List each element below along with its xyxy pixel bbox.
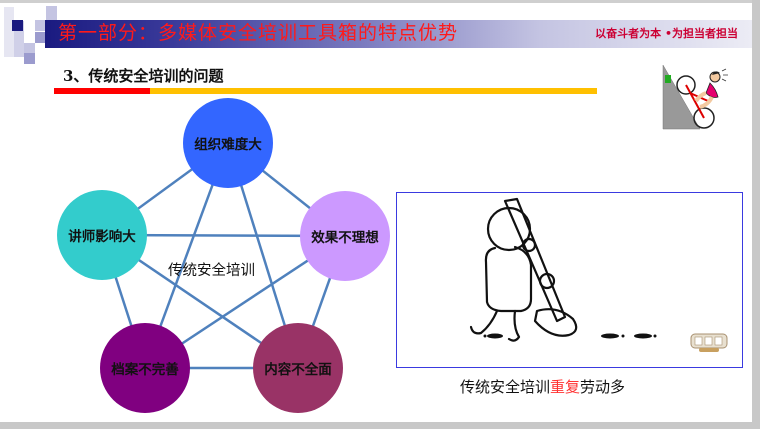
node-incomplete-content: 内容不全面	[253, 323, 343, 413]
cyclist-uphill-icon	[662, 64, 728, 130]
illustration-caption: 传统安全培训重复劳动多	[460, 376, 625, 397]
node-unsatisfactory-effect: 效果不理想	[300, 191, 390, 281]
rule-yellow-segment	[150, 88, 597, 94]
stick-figure-sweeping-icon	[469, 197, 657, 342]
rule-red-segment	[54, 88, 150, 94]
node-label: 组织难度大	[194, 137, 262, 153]
illustration-frame	[396, 192, 743, 368]
title-bar	[45, 20, 752, 48]
caption-part2: 劳动多	[580, 378, 626, 396]
node-lecturer-influence: 讲师影响大	[57, 190, 147, 280]
node-label: 档案不完善	[111, 362, 179, 378]
caption-part1: 传统安全培训	[460, 378, 551, 396]
caption-highlight: 重复	[550, 378, 581, 396]
diagram-center-label: 传统安全培训	[168, 263, 255, 279]
node-label: 内容不全面	[264, 362, 332, 378]
node-label: 效果不理想	[311, 230, 379, 246]
section-subtitle: 3、传统安全培训的问题	[63, 67, 224, 85]
slogan: 以奋斗者为本 •为担当者担当	[595, 27, 738, 40]
node-organization-difficulty: 组织难度大	[183, 98, 273, 188]
page-title: 第一部分：多媒体安全培训工具箱的特点优势	[58, 22, 459, 44]
node-incomplete-records: 档案不完善	[100, 323, 190, 413]
watermark-logo-icon	[690, 333, 728, 352]
node-label: 讲师影响大	[68, 229, 136, 245]
slide: 第一部分：多媒体安全培训工具箱的特点优势 以奋斗者为本 •为担当者担当 3、传统…	[0, 0, 752, 422]
